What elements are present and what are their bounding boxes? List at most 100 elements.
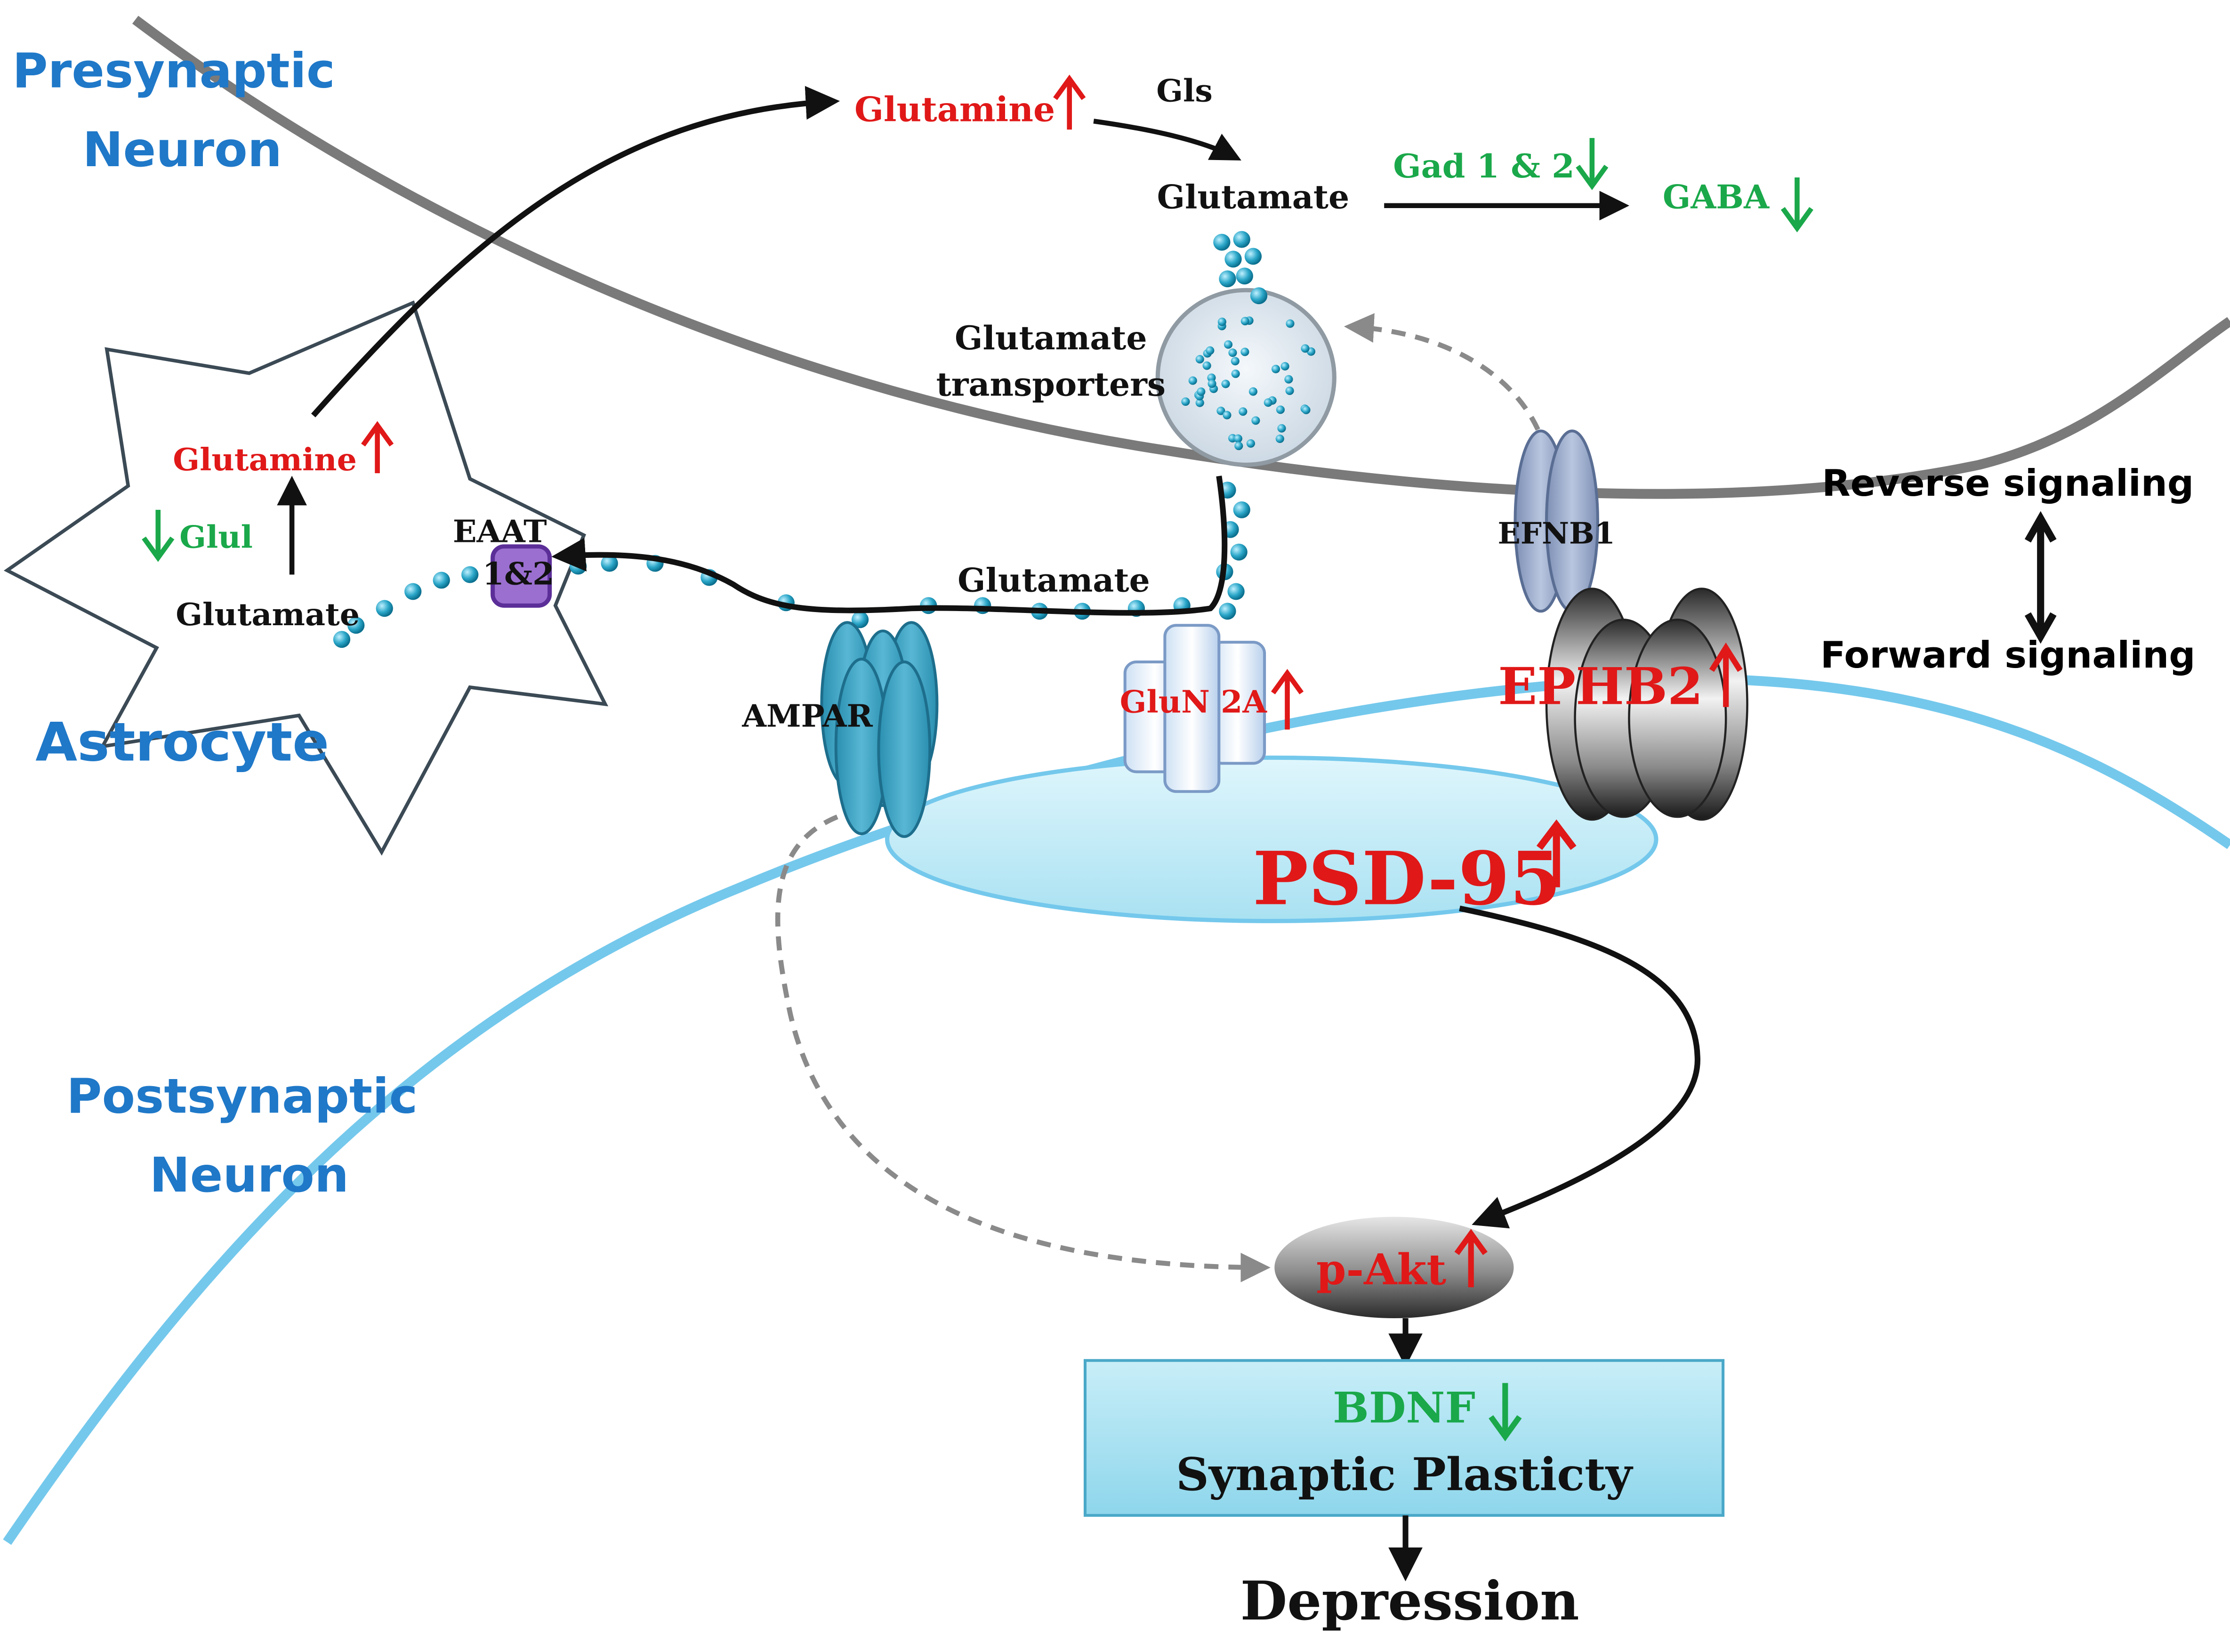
glutamine-astro-label: Glutamine [173, 441, 357, 478]
ampar-receptor [820, 621, 939, 838]
glun2a-label: GluN 2A [1120, 684, 1268, 720]
glutamate-molecule [404, 583, 422, 600]
eaat-label-1: EAAT [453, 513, 547, 550]
glutamate-molecule [461, 566, 479, 583]
glutamate-molecule [1277, 424, 1286, 433]
eaat-label-2: 1&2 [483, 556, 555, 592]
ephb2-label: EPHB2 [1498, 656, 1703, 716]
glutamate-molecule [1208, 379, 1216, 388]
glutamate-vesicle [1155, 288, 1336, 467]
glutamate-molecule [1221, 379, 1230, 388]
glutamate-molecule [1195, 398, 1204, 407]
glutamate-molecule [433, 572, 450, 589]
glutamine-pre-up-arrow [1053, 74, 1086, 130]
glutamate-molecule [1224, 250, 1242, 268]
eaat-transporter [491, 544, 552, 608]
postsynaptic-label: Postsynaptic [66, 1069, 418, 1124]
glutamate-molecule [1213, 234, 1231, 251]
psd95-up-arrow [1536, 819, 1577, 887]
bdnf-down-arrow [1489, 1383, 1522, 1442]
glutamate-molecule [1248, 387, 1258, 396]
glutamine-transfer-arrow [311, 86, 840, 418]
glutamate-molecule [1230, 543, 1248, 561]
presynaptic-label: Presynaptic [12, 43, 335, 99]
glun2a-up-arrow [1271, 669, 1304, 730]
glutamate-molecule [1275, 435, 1284, 443]
postsynaptic-label-2: Neuron [150, 1147, 349, 1203]
glutamate-molecule [1239, 407, 1248, 416]
synaptic-plasticity-label: Synaptic Plasticty [1176, 1448, 1634, 1500]
glutamate-molecule [1224, 340, 1233, 349]
gaba-down-arrow [1780, 177, 1813, 233]
signaling-double-arrow [2024, 511, 2057, 644]
vesicle-glutamate-dots [1181, 316, 1316, 451]
glutamate-transporters-label-1: Glutamate [955, 319, 1147, 357]
glutamate-molecule [333, 631, 351, 648]
psd95-to-pakt-arrow [1459, 905, 1700, 1229]
glutamate-molecule [1234, 442, 1243, 451]
glutamate-molecule [1219, 270, 1236, 288]
pakt-up-arrow [1454, 1229, 1488, 1288]
glutamate-molecule [1195, 355, 1204, 364]
glutamate-molecule [1240, 347, 1249, 356]
glutamate-molecule [1264, 398, 1272, 407]
glutamate-molecule [1244, 248, 1262, 265]
glutamine-pre-label: Glutamine [854, 90, 1055, 130]
glutamate-molecule [1228, 348, 1237, 357]
psd95-scaffold [885, 755, 1658, 923]
glutamate-molecule [1240, 317, 1249, 326]
efnb1-label: EFNB1 [1498, 516, 1615, 551]
glutamate-molecule [1233, 501, 1250, 518]
ampar-to-pakt-dashed-arrow [775, 814, 1271, 1282]
reverse-signaling-label: Reverse signaling [1822, 462, 2194, 504]
glutamate-transporters-label-2: transporters [936, 366, 1166, 404]
glutamate-molecule [347, 617, 365, 634]
glutamate-molecule [1219, 603, 1236, 620]
glutamate-molecule [1280, 362, 1289, 371]
glutamate-molecule [601, 555, 618, 572]
glul-label: Glul [179, 519, 253, 556]
glutamate-molecule [1197, 387, 1206, 396]
glutamate-molecule [1202, 361, 1211, 370]
glutamate-molecule [1233, 231, 1250, 248]
gls-arrow [1093, 119, 1241, 161]
bdnf-label: BDNF [1333, 1383, 1475, 1433]
pakt-node [1274, 1217, 1514, 1319]
glutamate-molecule [1227, 583, 1245, 600]
glutamate-molecule [1285, 387, 1294, 395]
glutamate-molecule [1246, 439, 1256, 448]
gls-label: Gls [1156, 73, 1213, 109]
glutamate-cleft-label: Glutamate [958, 562, 1150, 600]
glun2a-receptor [1123, 624, 1266, 793]
glutamate-molecule [1284, 375, 1293, 384]
gaba-label: GABA [1663, 178, 1770, 217]
glutamate-molecule [1250, 287, 1268, 305]
glutamate-molecule [851, 611, 869, 629]
glutamate-molecule [1188, 376, 1197, 385]
efnb1-to-vesicle-dashed-arrow [1344, 313, 1540, 431]
glutamate-molecule [569, 557, 587, 575]
pakt-label: p-Akt [1316, 1245, 1447, 1295]
glutamine-astro-up-arrow [361, 421, 394, 474]
glutamate-molecule [1216, 406, 1225, 415]
glutamate-molecule [1231, 369, 1240, 378]
gad-label: Gad 1 & 2 [1393, 147, 1574, 185]
glutamate-reuptake-arrow [551, 475, 1228, 616]
synaptic-plasticity-box [1083, 1359, 1725, 1517]
glutamate-molecule [1223, 411, 1232, 419]
ephb2-up-arrow [1709, 642, 1743, 707]
ampar-label: AMPAR [741, 698, 873, 734]
presynaptic-membrane [132, 16, 2230, 499]
presynaptic-label-2: Neuron [82, 122, 282, 178]
astrocyte-cell [3, 300, 609, 856]
glutamate-molecule [376, 600, 393, 617]
glutamate-molecule [1231, 357, 1240, 366]
glutamate-molecule [1301, 344, 1310, 353]
glutamate-molecule [1271, 364, 1280, 373]
psd95-label: PSD-95 [1253, 835, 1561, 921]
glutamate-molecule [1286, 319, 1295, 328]
glutamate-pre-label: Glutamate [1157, 178, 1350, 217]
depression-label: Depression [1240, 1570, 1579, 1632]
astrocyte-label: Astrocyte [35, 711, 329, 773]
